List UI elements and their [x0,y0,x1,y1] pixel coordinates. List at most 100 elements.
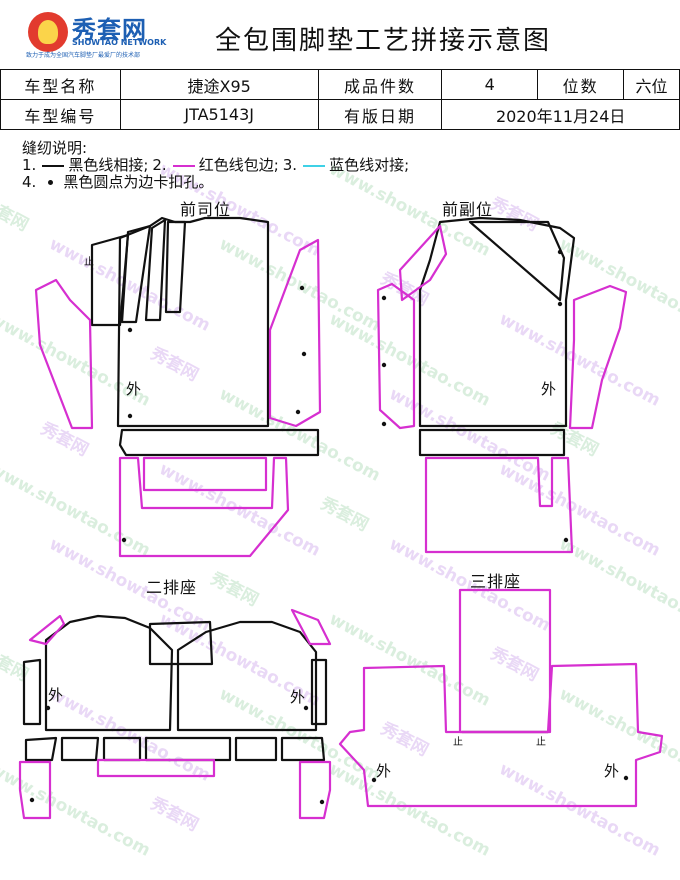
logo-english: SHOWTAO NETWORK [72,38,167,47]
blue-line-swatch-icon [303,164,326,167]
clip-hole-dot-icon [121,537,127,543]
logo-slogan: 致力于成为全国汽车脚垫厂最爱厂的技术部 [26,52,141,59]
front-passenger-rear-extension [424,456,574,554]
front-driver-strip [90,233,130,327]
second-row-sill-piece [24,736,58,762]
second-row-sill-piece [234,736,278,762]
page-title: 全包围脚垫工艺拼接示意图 [215,26,552,56]
header: 秀套网 SHOWTAO NETWORK 致力于成为全国汽车脚垫厂最爱厂的技术部 … [0,0,680,70]
outside-mark: 外 [376,762,392,780]
clip-hole-dot-icon [381,295,387,301]
second-row-left-rear [18,760,52,820]
section-label-front-passenger: 前副位 [442,200,494,219]
black-seams [22,216,576,762]
front-driver-sill [118,428,320,457]
third-row-seat-mat [458,588,552,734]
table-cell-label: 车型名称 [0,69,121,100]
outside-mark: 外 [290,688,306,706]
outside-mark: 外 [126,380,142,398]
second-row-right-flap [290,608,332,646]
logo-text: 秀套网 [72,16,147,44]
front-passenger-upper-flap [398,224,448,302]
table-row: 车型名称 捷途X95 成品件数 4 位数 六位 [0,69,680,100]
front-driver-left-side [34,278,94,430]
brand-logo: 秀套网 SHOWTAO NETWORK 致力于成为全国汽车脚垫厂最爱厂的技术部 [26,10,188,60]
clip-hole-dot-icon [371,777,377,783]
front-driver-strip [120,224,152,324]
legend-row: 4. 黑色圆点为边卡扣孔。 [22,174,409,191]
front-passenger-right-side [568,284,628,430]
legend-number: 2. [152,156,167,174]
outside-mark: 外 [604,762,620,780]
clip-hole-dot-icon [381,362,387,368]
logo-mark-icon [28,12,68,52]
section-label-second-row: 二排座 [146,578,198,597]
legend-number: 4. [22,173,37,191]
legend-text: 黑色线相接; [68,156,149,174]
second-row-sill-piece [102,736,142,762]
table-cell-value: 2020年11月24日 [441,99,680,130]
clip-hole-dot-icon [301,351,307,357]
legend-number: 3. [282,156,298,174]
second-row-left-mat [44,614,174,732]
front-passenger-strip [468,220,566,302]
front-driver-strip [144,218,167,322]
magenta-line-swatch-icon [172,164,195,167]
table-cell-label: 有版日期 [317,99,443,130]
legend-row: 1. 黑色线相接; 2. 红色线包边; 3. 蓝色线对接; [22,157,409,174]
clip-hole-dot-icon [48,180,54,185]
front-passenger-main-mat [418,216,576,428]
clip-hole-dot-icon [299,285,305,291]
table-cell-label: 位数 [537,69,625,100]
third-row-main-mat [338,662,664,808]
stop-mark: 止 [453,737,463,748]
sewing-legend: 缝纫说明: 1. 黑色线相接; 2. 红色线包边; 3. 蓝色线对接; 4. 黑… [22,140,409,191]
clip-hole-dot-icon [557,301,563,307]
table-cell-label: 车型编号 [0,99,121,130]
clip-holes [29,249,629,805]
second-row-tunnel [148,620,214,666]
legend-text: 蓝色线对接; [329,156,410,174]
second-row-right-rear [298,760,332,820]
legend-number: 1. [22,156,37,174]
black-line-swatch-icon [42,164,65,167]
table-row: 车型编号 JTA5143J 有版日期 2020年11月24日 [0,99,680,130]
front-passenger-sill [418,428,566,457]
stop-mark: 止 [536,737,546,748]
clip-hole-dot-icon [563,537,569,543]
clip-hole-dot-icon [557,249,563,255]
clip-hole-dot-icon [45,705,51,711]
stop-mark: 止 [84,257,94,268]
legend-text: 黑色圆点为边卡扣孔。 [63,173,214,191]
clip-hole-dot-icon [623,775,629,781]
front-driver-rear-tab [142,456,268,492]
second-row-sill-piece [144,736,232,762]
clip-hole-dot-icon [303,705,309,711]
second-row-side-strip [22,658,42,726]
clip-hole-dot-icon [295,409,301,415]
section-label-third-row: 三排座 [470,572,522,591]
outside-mark: 外 [541,380,557,398]
second-row-sill-piece [280,736,326,762]
front-driver-rear-extension [118,456,290,558]
second-row-side-strip [310,658,328,726]
table-cell-value: JTA5143J [119,99,319,130]
magenta-edge-binding [18,224,664,820]
clip-hole-dot-icon [319,799,325,805]
second-row-sill-piece [60,736,100,762]
second-row-left-flap [28,614,66,646]
clip-hole-dot-icon [29,797,35,803]
front-driver-right-side [268,238,322,428]
second-row-center-rear [96,758,216,778]
front-driver-main-mat [116,216,270,428]
front-driver-strip [164,220,187,314]
clip-hole-dot-icon [127,327,133,333]
second-row-right-mat [176,620,318,732]
info-table: 车型名称 捷途X95 成品件数 4 位数 六位 车型编号 JTA5143J 有版… [0,69,680,130]
clip-hole-dot-icon [127,413,133,419]
legend-heading: 缝纫说明: [22,139,88,157]
legend-text: 红色线包边; [198,156,279,174]
section-label-front-driver: 前司位 [180,200,232,219]
clip-hole-dot-icon [381,421,387,427]
